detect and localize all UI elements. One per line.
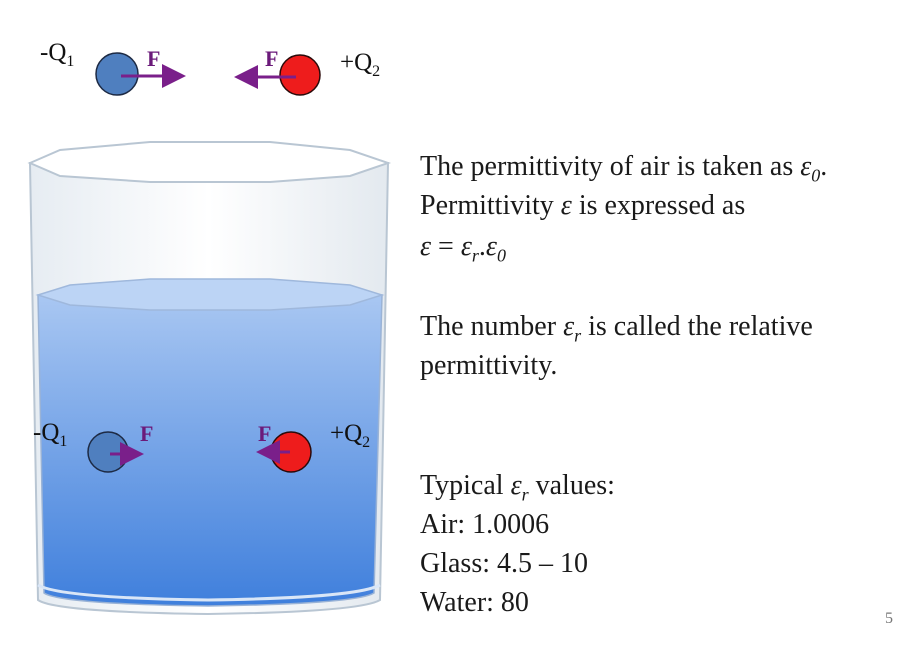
beaker bbox=[27, 141, 392, 616]
text-relative-permittivity-line2: permittivity. bbox=[420, 350, 558, 381]
water-force-label-left: F bbox=[140, 421, 153, 446]
water bbox=[37, 294, 383, 607]
page-number: 5 bbox=[885, 610, 893, 627]
value-water: Water: 80 bbox=[420, 587, 529, 618]
top-pos-charge-label: +Q2 bbox=[340, 49, 380, 80]
text-permittivity-expressed: Permittivity ε is expressed as bbox=[420, 190, 746, 221]
water-pos-charge-label: +Q2 bbox=[330, 420, 370, 451]
air-charges: -Q1 F F +Q2 bbox=[40, 39, 380, 96]
top-positive-charge bbox=[279, 54, 321, 96]
top-neg-charge-label: -Q1 bbox=[40, 39, 74, 70]
text-typical-values-heading: Typical εr values: bbox=[420, 470, 615, 505]
value-glass: Glass: 4.5 – 10 bbox=[420, 548, 588, 579]
water-charges: -Q1 F F +Q2 bbox=[33, 419, 370, 473]
top-force-label-left: F bbox=[147, 46, 160, 71]
top-negative-charge bbox=[95, 52, 139, 96]
top-force-label-right: F bbox=[265, 46, 278, 71]
text-relative-permittivity: The number εr is called the relative bbox=[420, 311, 813, 346]
water-force-label-right: F bbox=[258, 421, 271, 446]
value-air: Air: 1.0006 bbox=[420, 509, 550, 540]
water-negative-charge bbox=[87, 431, 129, 473]
water-neg-charge-label: -Q1 bbox=[33, 419, 67, 450]
text-air-permittivity: The permittivity of air is taken as ε0. bbox=[420, 151, 828, 186]
text-equation: ε = εr.ε0 bbox=[420, 231, 506, 266]
